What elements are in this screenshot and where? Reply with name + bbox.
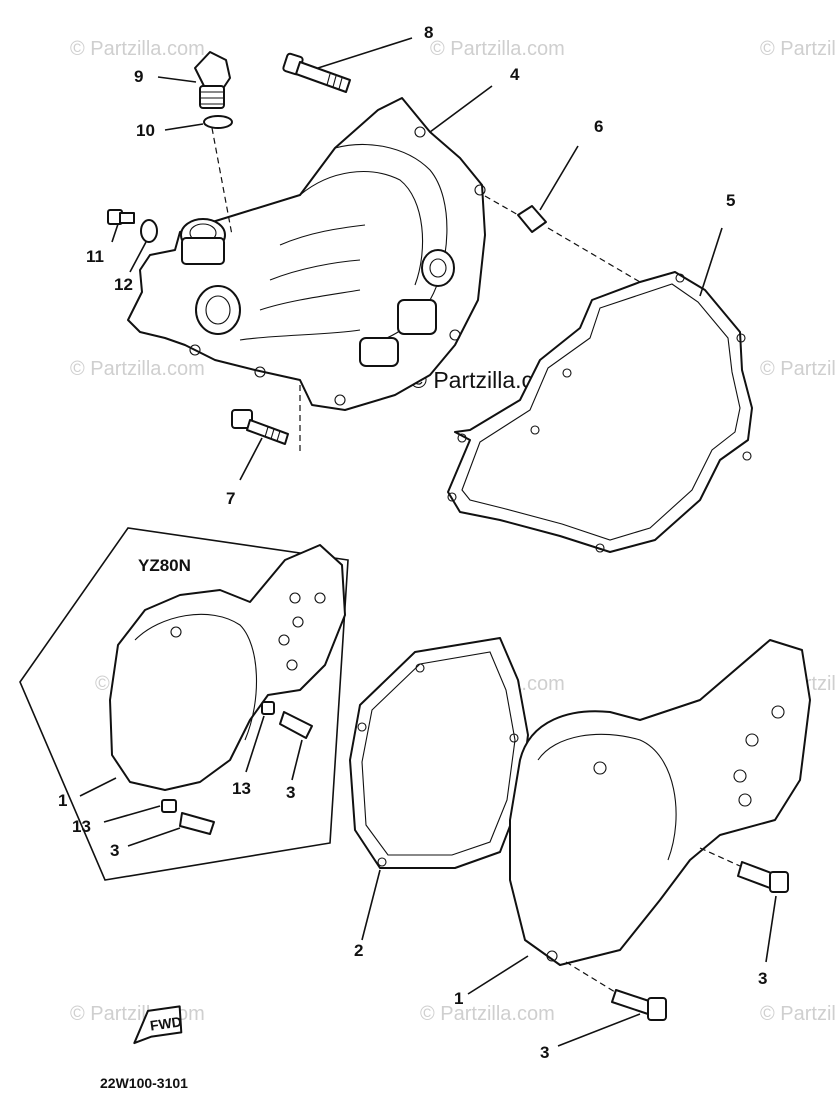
callout-13-inset-a: 13	[72, 817, 91, 836]
watermark: © Partzilla.com	[760, 358, 836, 380]
watermark: © Partzilla.com	[70, 358, 205, 380]
callout-10: 10	[136, 121, 155, 140]
fwd-arrow-icon: FWD	[133, 1005, 183, 1045]
variant-label: YZ80N	[138, 556, 191, 575]
watermark: © Partzilla.com	[70, 1003, 205, 1025]
callout-1-inset: 1	[58, 791, 67, 810]
callout-3-bottom: 3	[540, 1043, 549, 1062]
bolt-part-3-bottom	[557, 961, 667, 1047]
callout-3-inset-b: 3	[286, 783, 295, 802]
drawing-code: 22W100-3101	[100, 1075, 188, 1091]
callout-13-inset-b: 13	[232, 779, 251, 798]
washer-part-12	[129, 219, 158, 273]
bolt-part-3-right	[699, 847, 789, 963]
bolt-part-11	[107, 209, 135, 243]
callout-11: 11	[86, 247, 104, 266]
watermark: © Partzilla.com	[420, 1003, 555, 1025]
gasket-part-2	[349, 637, 529, 941]
cover-part-1	[467, 639, 811, 995]
yz80n-inset: YZ80N	[19, 527, 349, 881]
dowel-part-6	[484, 145, 641, 283]
callout-2: 2	[354, 941, 363, 960]
callout-labels: 8 9 4 10 6 5 11 12 7 1 13 3 13 3 2 1 3 3	[58, 23, 767, 1062]
callout-8: 8	[424, 23, 433, 42]
callout-3-inset-a: 3	[110, 841, 119, 860]
callout-12: 12	[114, 275, 133, 294]
bolt-part-7	[231, 385, 301, 481]
crankcase-cover-part-4	[127, 97, 486, 411]
watermark: © Partzilla.com	[760, 38, 836, 60]
watermark: © Partzilla.com	[430, 38, 565, 60]
callout-7: 7	[226, 489, 235, 508]
callout-6: 6	[594, 117, 603, 136]
fwd-label: FWD	[149, 1013, 183, 1033]
callout-3-right: 3	[758, 969, 767, 988]
plug-part-9	[157, 51, 231, 109]
callout-1: 1	[454, 989, 463, 1008]
watermark: © Partzilla.com	[70, 38, 205, 60]
gasket-part-5	[447, 227, 753, 553]
callout-4: 4	[510, 65, 520, 84]
callout-9: 9	[134, 67, 143, 86]
oring-part-10	[164, 115, 233, 236]
leader-part-4	[429, 85, 493, 133]
watermark: © Partzilla.com	[760, 1003, 836, 1025]
bolt-part-8	[282, 37, 413, 93]
callout-5: 5	[726, 191, 735, 210]
